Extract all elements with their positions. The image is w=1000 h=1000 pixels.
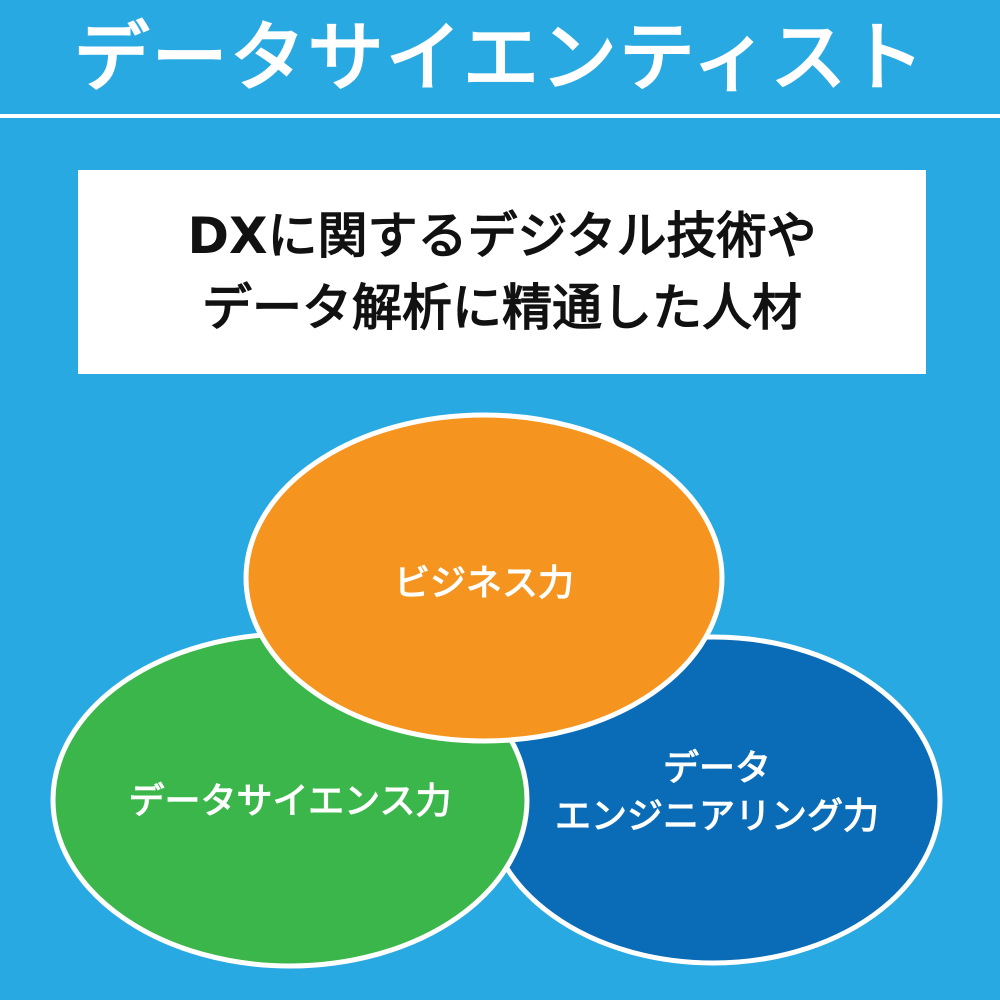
title-divider bbox=[0, 114, 1000, 118]
venn-label-data-science: データサイエンス力 bbox=[129, 780, 452, 822]
definition-box: DXに関するデジタル技術や データ解析に精通した人材 bbox=[78, 170, 926, 374]
venn-label-business: ビジネス力 bbox=[394, 563, 574, 604]
page-title: データサイエンティスト bbox=[73, 13, 927, 102]
definition-line-2: データ解析に精通した人材 bbox=[202, 279, 802, 337]
venn-label-data-engineering-1: データ bbox=[663, 747, 771, 789]
venn-label-data-engineering-2: エンジニアリング力 bbox=[555, 796, 879, 837]
venn-circle-business bbox=[243, 412, 725, 744]
definition-line-1: DXに関するデジタル技術や bbox=[187, 207, 817, 265]
